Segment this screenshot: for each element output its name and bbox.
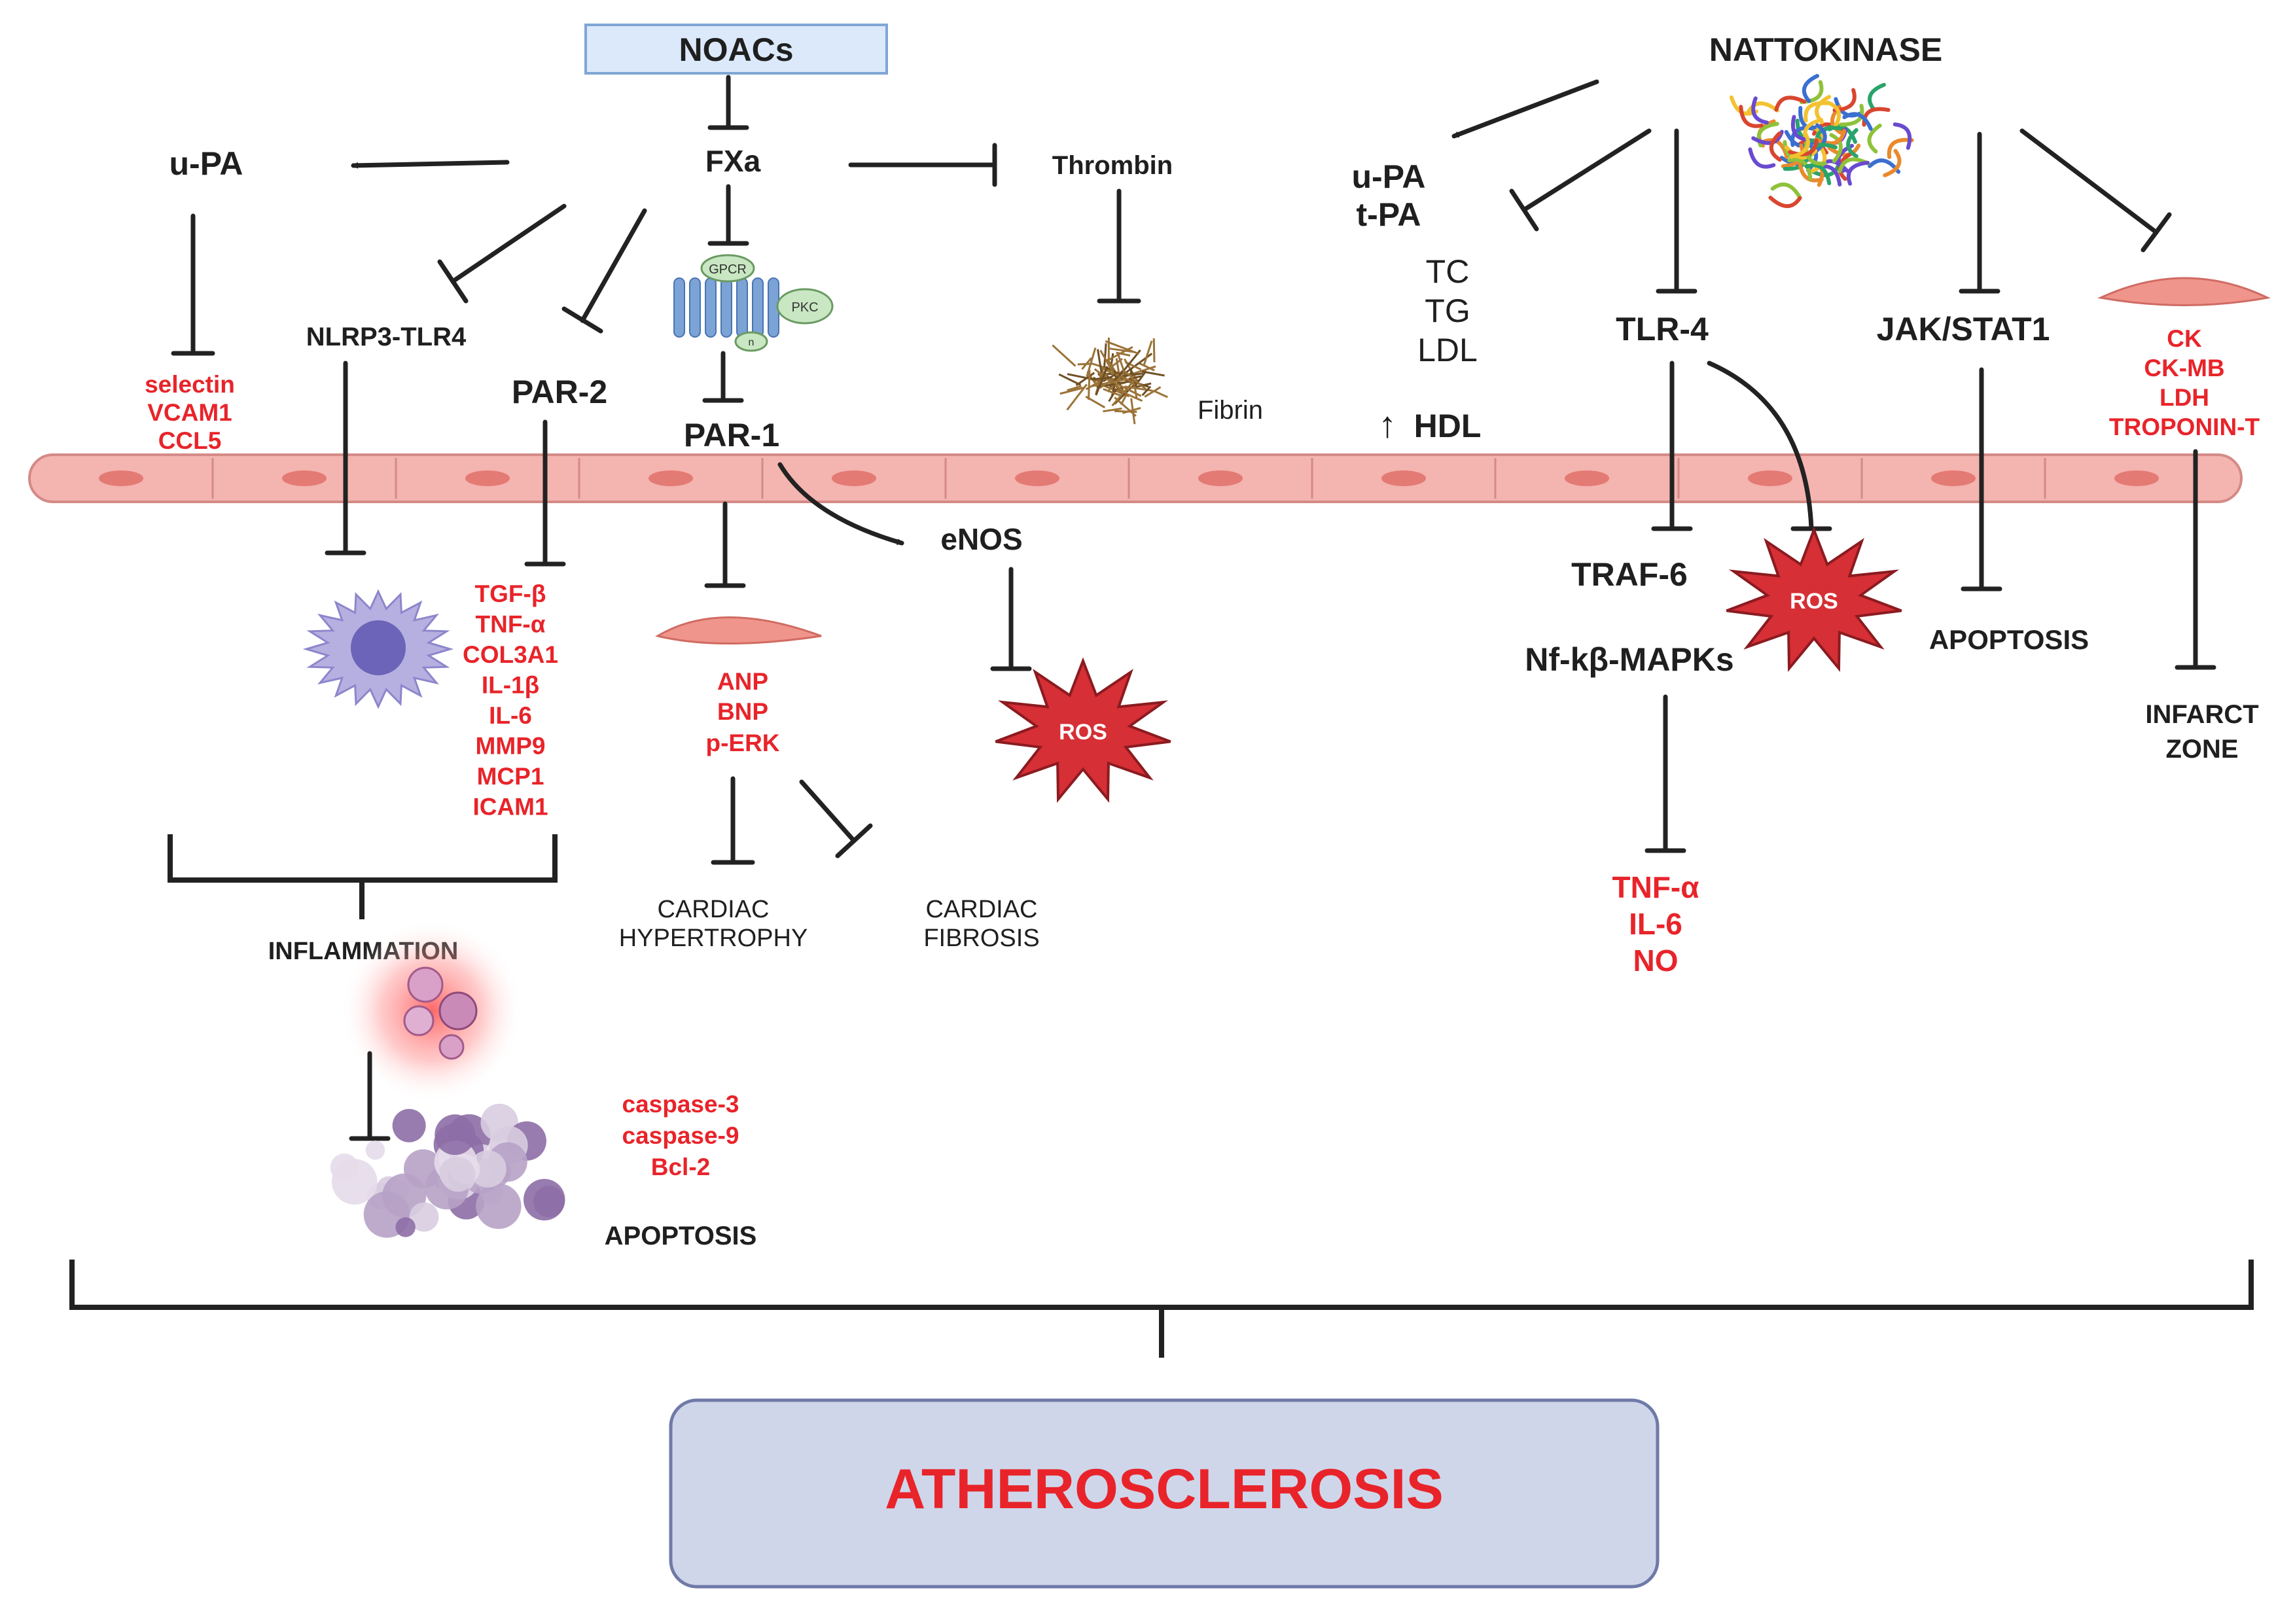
marker-tnfa-right: TNF-α <box>1612 870 1699 904</box>
marker-caspase9: caspase-9 <box>622 1122 739 1149</box>
atherosclerosis-box: ATHEROSCLEROSIS <box>671 1400 1658 1587</box>
par2-marker: TNF-α <box>476 611 546 638</box>
jak-label: JAK/STAT1 <box>1877 311 2050 347</box>
hdl-label: HDL <box>1414 408 1482 444</box>
ros-burst-icon: ROS <box>995 661 1170 800</box>
marker-ldh: LDH <box>2160 384 2209 411</box>
marker-selectin: selectin <box>145 371 235 398</box>
noacs-label: NOACs <box>679 31 793 68</box>
outcome-bracket <box>72 1260 2251 1307</box>
par2-marker: IL-6 <box>489 702 532 729</box>
cardiac-fibrosis: CARDIAC FIBROSIS <box>923 896 1039 952</box>
marker-anp: ANP <box>717 668 768 695</box>
traf6-label: TRAF-6 <box>1571 556 1688 593</box>
nfkb-label: Nf-kβ-MAPKs <box>1525 641 1733 678</box>
marker-bcl2: Bcl-2 <box>651 1154 710 1180</box>
gpcr-receptor-icon: GPCR PKC n <box>674 255 832 351</box>
fibrin-label: Fibrin <box>1198 396 1263 425</box>
upa-targets: selectin VCAM1 CCL5 <box>145 371 235 454</box>
par1-targets: ANP BNP p-ERK <box>705 668 779 756</box>
fibrin-mesh-icon <box>1052 338 1167 424</box>
marker-ckmb: CK-MB <box>2144 355 2224 381</box>
nattokinase-label: NATTOKINASE <box>1709 31 1943 68</box>
apoptosis-label-left: APOPTOSIS <box>605 1222 757 1250</box>
marker-caspase3: caspase-3 <box>622 1091 739 1118</box>
ros-label-right: ROS <box>1790 589 1838 614</box>
natto-tpa-label: t-PA <box>1356 196 1421 233</box>
par2-marker: MMP9 <box>476 733 546 760</box>
hdl-arrow: ↑ <box>1378 404 1396 445</box>
cardiac-hypertrophy: CARDIAC HYPERTROPHY <box>619 896 808 952</box>
infarct-line1: INFARCT <box>2145 700 2258 729</box>
hypertrophy-line1: CARDIAC <box>657 896 769 923</box>
noacs-box: NOACs <box>586 25 887 73</box>
marker-troponin: TROPONIN-T <box>2109 414 2260 440</box>
par2-marker: TGF-β <box>475 580 546 607</box>
fxa-upa-arrow <box>353 162 507 166</box>
atherosclerosis-label: ATHEROSCLEROSIS <box>885 1458 1444 1521</box>
lipid-ldl: LDL <box>1417 332 1478 368</box>
par1-label: PAR-1 <box>684 417 779 453</box>
infarct-line2: ZONE <box>2165 735 2238 764</box>
gpcr-text: GPCR <box>709 262 747 277</box>
marker-il6-right: IL-6 <box>1629 907 1682 941</box>
par2-marker: MCP1 <box>477 763 544 790</box>
ros-burst-icon: ROS <box>1726 530 1901 669</box>
par2-label: PAR-2 <box>512 374 607 410</box>
natto-upa-arrow <box>1454 82 1597 136</box>
natto-upa-label: u-PA <box>1352 158 1426 195</box>
par2-marker: IL-1β <box>482 672 539 699</box>
apoptosis-label-right: APOPTOSIS <box>1929 624 2089 655</box>
par2-marker: ICAM1 <box>472 794 548 821</box>
infarct-zone: INFARCT ZONE <box>2145 700 2258 764</box>
marker-ccl5: CCL5 <box>158 427 222 454</box>
marker-vcam1: VCAM1 <box>147 399 232 426</box>
fxa-label: FXa <box>705 144 761 178</box>
apoptotic-cells-icon <box>330 1104 565 1238</box>
nlrp3-label: NLRP3-TLR4 <box>306 323 467 351</box>
nattokinase-protein-icon <box>1732 76 1912 206</box>
enos-label: eNOS <box>940 522 1022 556</box>
inflammation-bracket <box>170 834 555 880</box>
macrophage-icon <box>306 591 450 707</box>
ros-label-left: ROS <box>1059 720 1107 745</box>
marker-no: NO <box>1633 944 1679 978</box>
fibrosis-line1: CARDIAC <box>925 896 1037 923</box>
thrombin-label: Thrombin <box>1052 151 1173 180</box>
cardiomyocyte-icon <box>2101 278 2267 306</box>
cardiac-markers: CK CK-MB LDH TROPONIN-T <box>2109 325 2260 440</box>
marker-perk: p-ERK <box>705 730 779 756</box>
endothelium-cells-icon <box>29 455 2241 502</box>
apoptosis-markers: caspase-3 caspase-9 Bcl-2 <box>622 1091 739 1180</box>
marker-ck: CK <box>2167 325 2202 352</box>
lipid-tg: TG <box>1425 292 1470 329</box>
nfkb-targets: TNF-α IL-6 NO <box>1612 870 1699 978</box>
upa-label: u-PA <box>169 145 243 182</box>
lipid-panel: TC TG LDL <box>1417 253 1478 368</box>
hypertrophy-line2: HYPERTROPHY <box>619 925 808 952</box>
gpcr-subunit-text: n <box>749 337 755 348</box>
fibrosis-line2: FIBROSIS <box>923 925 1039 952</box>
marker-bnp: BNP <box>717 698 768 725</box>
tlr4-label: TLR-4 <box>1616 311 1709 347</box>
par2-marker: COL3A1 <box>463 641 558 668</box>
lipid-tc: TC <box>1426 253 1470 290</box>
pkc-text: PKC <box>791 300 818 315</box>
cardiomyocyte-icon <box>658 618 821 644</box>
